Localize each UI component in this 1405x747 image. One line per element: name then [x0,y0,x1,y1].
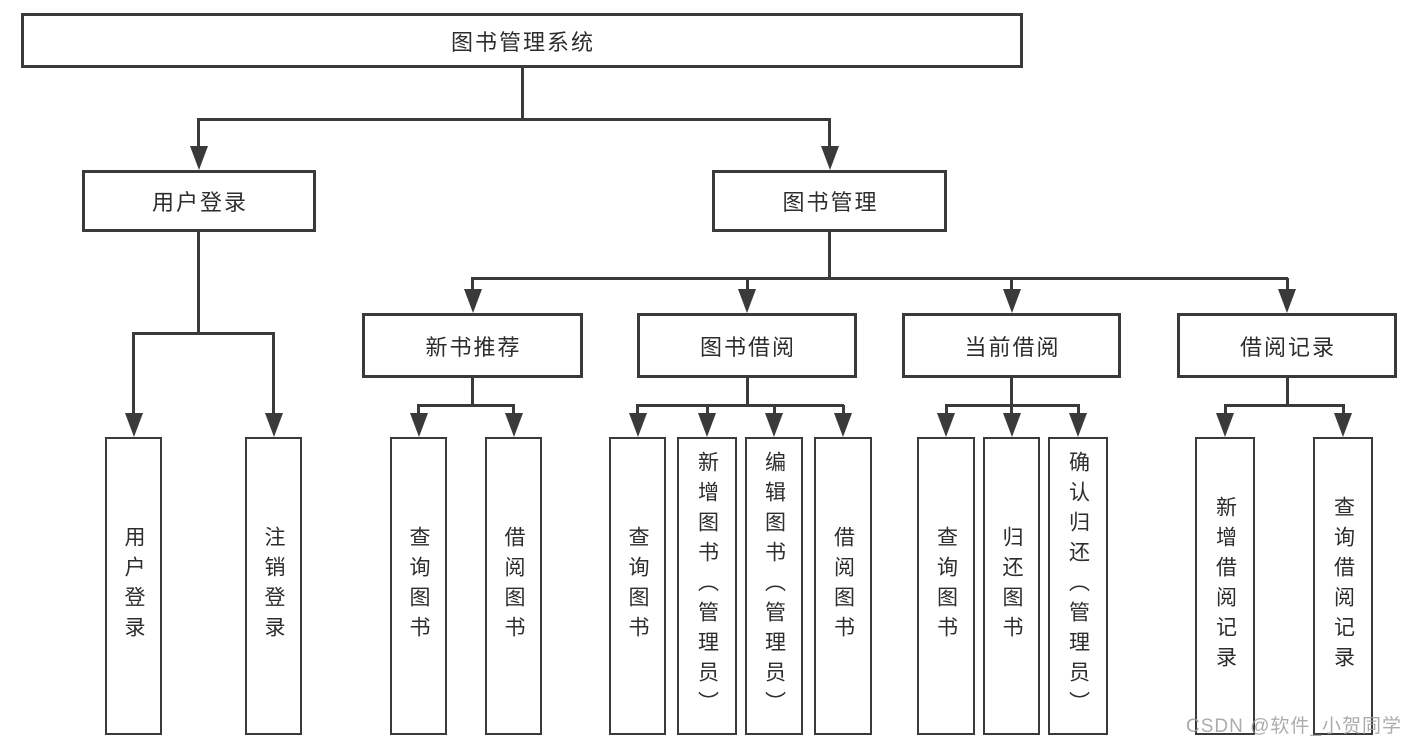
node-borrow-records: 借阅记录 [1177,313,1397,378]
connector-arrow [937,413,955,437]
leaf-borrow-add-book-admin: 新增图书（管理员） [677,437,737,735]
leaf-current-query-book: 查询图书 [917,437,975,735]
leaf-recommend-query-book: 查询图书 [390,437,447,735]
connector-arrow [1278,289,1296,313]
connector-line [417,403,515,407]
connector-line [944,405,948,419]
connector-line [471,378,474,407]
connector-line [1223,405,1227,419]
leaf-current-confirm-return-admin: 确认归还（管理员） [1048,437,1108,735]
connector-line [197,119,200,152]
connector-line [1076,405,1080,419]
connector-arrow [504,413,523,437]
node-new-book-recommend: 新书推荐 [362,313,583,378]
csdn-watermark: CSDN @软件_小贺同学 [1186,716,1402,737]
connector-arrow [189,146,208,170]
connector-arrow [628,413,647,437]
connector-line [1285,278,1289,294]
leaf-recommend-borrow-book: 借阅图书 [485,437,542,735]
connector-arrow [124,413,143,437]
connector-line [417,405,420,419]
connector-line [1223,403,1345,407]
node-current-borrow: 当前借阅 [902,313,1121,378]
connector-line [132,331,275,335]
node-user-login: 用户登录 [82,170,316,232]
connector-arrow [1334,413,1352,437]
node-root-library-system: 图书管理系统 [21,13,1023,68]
connector-line [841,405,845,419]
connector-line [512,405,515,419]
connector-line [471,278,474,294]
node-book-borrow: 图书借阅 [637,313,857,378]
connector-line [197,232,200,335]
leaf-user-login: 用户登录 [105,437,162,735]
connector-arrow [1002,413,1021,437]
connector-line [1341,405,1345,419]
connector-line [1285,378,1289,407]
connector-line [705,405,709,419]
leaf-records-add-record: 新增借阅记录 [1195,437,1255,735]
connector-line [272,333,275,417]
connector-line [745,378,749,407]
connector-arrow [463,289,482,313]
connector-line [197,117,831,121]
node-book-management: 图书管理 [712,170,947,232]
connector-line [1010,378,1013,407]
leaf-current-return-book: 归还图书 [983,437,1040,735]
connector-arrow [765,413,783,437]
connector-line [471,276,1288,280]
connector-line [828,119,831,152]
connector-line [828,232,831,280]
leaf-borrow-query-book: 查询图书 [609,437,666,735]
connector-line [636,405,639,419]
leaf-records-query-record: 查询借阅记录 [1313,437,1373,735]
connector-arrow [834,413,852,437]
connector-arrow [409,413,428,437]
connector-line [520,68,524,120]
connector-line [636,403,844,407]
connector-arrow [264,413,283,437]
leaf-borrow-borrow-book: 借阅图书 [814,437,872,735]
connector-line [1010,278,1013,294]
connector-line [1010,405,1013,419]
connector-arrow [1069,413,1087,437]
leaf-logout: 注销登录 [245,437,302,735]
connector-arrow [1216,413,1234,437]
connector-arrow [698,413,716,437]
connector-arrow [1002,289,1021,313]
leaf-borrow-edit-book-admin: 编辑图书（管理员） [745,437,803,735]
connector-arrow [738,289,756,313]
connector-line [745,278,749,294]
connector-arrow [820,146,839,170]
connector-line [132,333,135,417]
connector-line [772,405,776,419]
